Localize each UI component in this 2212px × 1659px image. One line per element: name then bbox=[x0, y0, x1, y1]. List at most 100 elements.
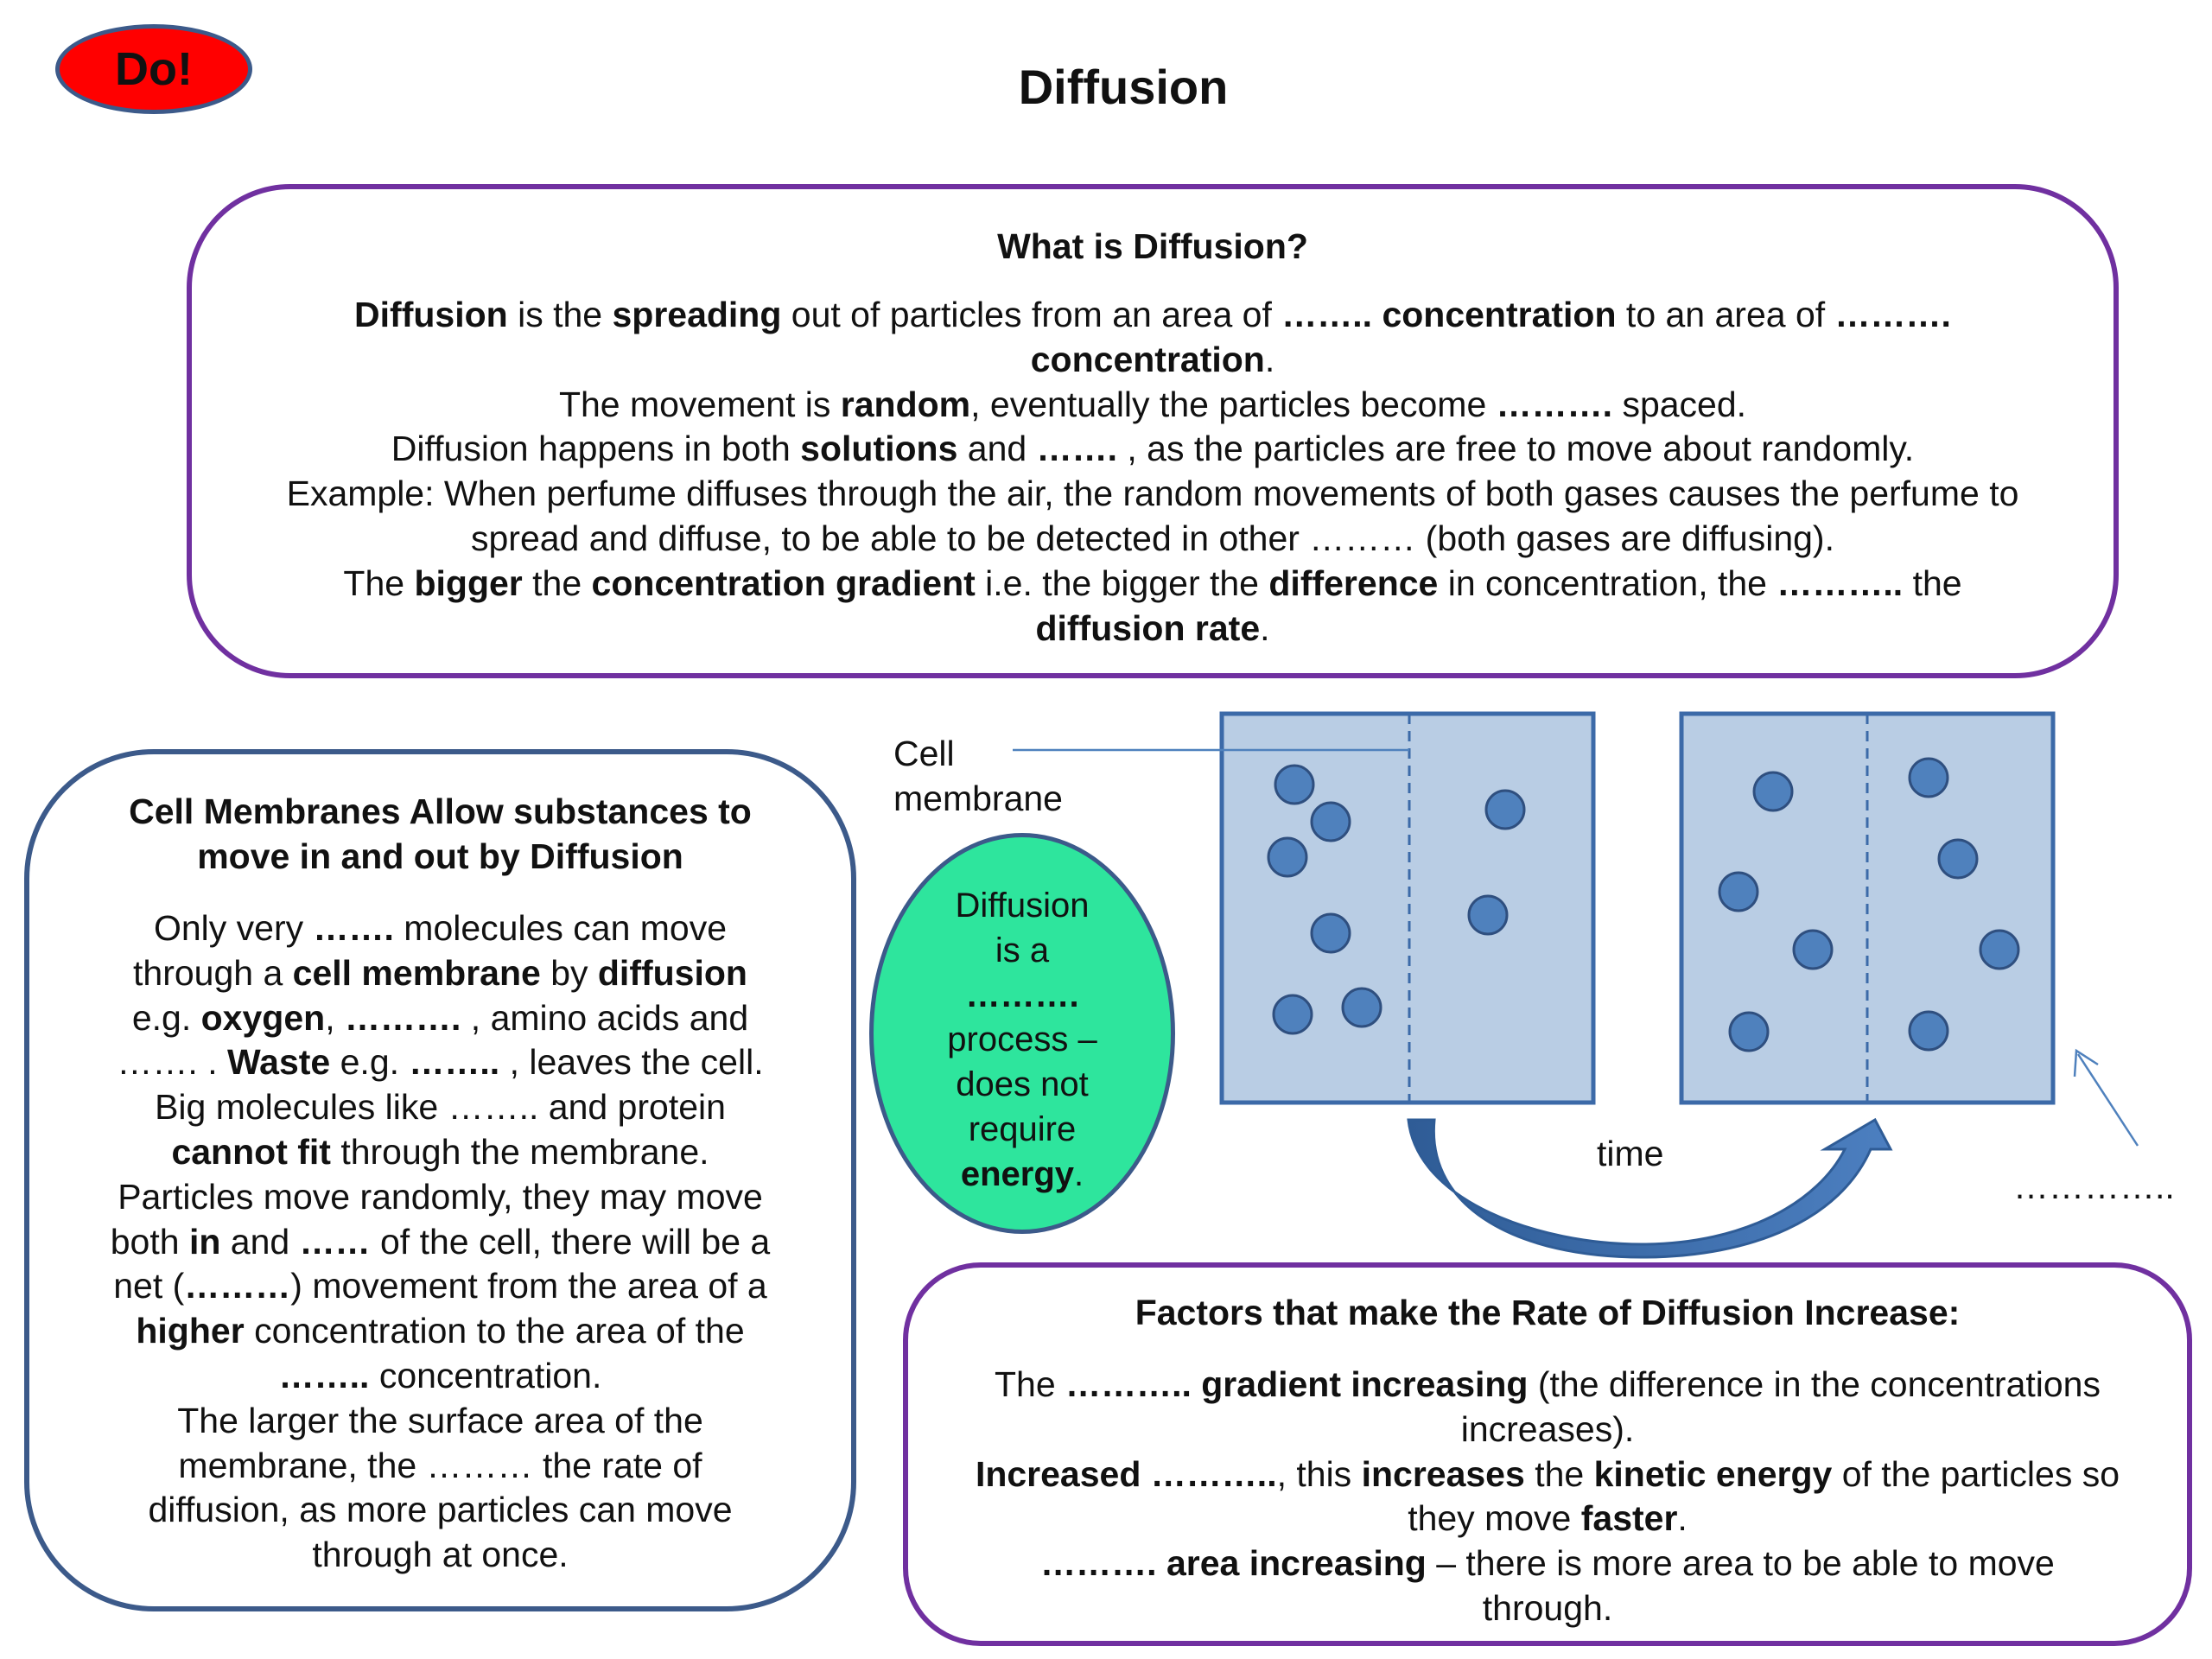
membrane-line: Big molecules like …….. and protein bbox=[29, 1085, 851, 1130]
bold-text-run: increases bbox=[1361, 1453, 1525, 1494]
membrane-line: e.g. oxygen, ………. , amino acids and bbox=[29, 996, 851, 1041]
text-run: concentration. bbox=[369, 1355, 602, 1395]
bold-text-run: solutions bbox=[800, 429, 958, 469]
membrane-line: …….. concentration. bbox=[29, 1354, 851, 1399]
particles-before bbox=[1267, 764, 1526, 1035]
particle bbox=[1274, 764, 1315, 805]
particle bbox=[1310, 912, 1351, 954]
text-run: through at once. bbox=[312, 1535, 569, 1575]
factors-line: Increased ……….., this increases the kine… bbox=[908, 1452, 2187, 1497]
text-run: diffusion, as more particles can move bbox=[148, 1490, 733, 1530]
time-label: time bbox=[1597, 1134, 1664, 1173]
ellipse-line: does not bbox=[874, 1063, 1171, 1108]
bold-text-run: ……….. bbox=[1065, 1364, 1192, 1404]
bold-text-run: energy bbox=[960, 1154, 1075, 1193]
text-run: concentration to the area of the bbox=[244, 1311, 745, 1351]
what-line: Example: When perfume diffuses through t… bbox=[209, 472, 2096, 517]
time-arrow bbox=[1407, 1117, 1893, 1259]
what-line: The movement is random, eventually the p… bbox=[209, 383, 2096, 428]
membrane-line: through at once. bbox=[29, 1533, 851, 1578]
bold-text-run: ………. bbox=[1496, 384, 1613, 424]
text-run: out of particles from an area of bbox=[781, 295, 1282, 334]
text-run: spaced. bbox=[1612, 384, 1747, 424]
text-run: , amino acids and bbox=[461, 997, 749, 1038]
bold-text-run: ……. bbox=[313, 908, 394, 948]
particle bbox=[1979, 929, 2020, 970]
bold-text-run: diffusion rate bbox=[1035, 607, 1261, 648]
particle bbox=[1484, 789, 1526, 830]
bold-text-run: bigger bbox=[414, 563, 523, 603]
bold-text-run: in bbox=[188, 1221, 221, 1262]
text-run: does not bbox=[956, 1065, 1089, 1104]
text-run: . bbox=[1260, 607, 1270, 648]
text-run: , as the particles are free to move abou… bbox=[1117, 429, 1915, 469]
particle bbox=[1267, 836, 1308, 878]
ellipse-text: Diffusion is a ………. process – does not r… bbox=[874, 884, 1171, 1198]
text-run: ) movement from the area of a bbox=[290, 1266, 767, 1306]
text-run: , this bbox=[1276, 1453, 1362, 1494]
text-run: they move bbox=[1408, 1498, 1581, 1539]
bold-text-run: ………. bbox=[344, 997, 461, 1038]
bold-text-run: area increasing bbox=[1166, 1543, 1427, 1584]
text-run: Diffusion happens in both bbox=[391, 429, 801, 469]
text-run: i.e. the bigger the bbox=[975, 563, 1269, 603]
bold-text-run: Increased bbox=[975, 1453, 1141, 1494]
blank-label: ………….. bbox=[2013, 1166, 2175, 1206]
cell-membranes-heading-line: move in and out by Diffusion bbox=[197, 836, 683, 876]
do-badge: Do! bbox=[55, 24, 252, 114]
bold-text-run: kinetic energy bbox=[1593, 1453, 1833, 1494]
text-run: through the membrane. bbox=[330, 1131, 709, 1172]
membrane-line: membrane, the ……… the rate of bbox=[29, 1444, 851, 1489]
what-line: diffusion rate. bbox=[209, 607, 2096, 652]
text-run: Particles move randomly, they may move bbox=[118, 1176, 763, 1217]
bold-text-run: ………. bbox=[1040, 1543, 1157, 1584]
text-run: of the cell, there will be a bbox=[370, 1221, 771, 1262]
particle bbox=[1728, 1011, 1770, 1052]
text-run: The bbox=[343, 563, 415, 603]
bold-text-run: higher bbox=[136, 1311, 245, 1351]
ellipse-line: require bbox=[874, 1108, 1171, 1153]
factors-heading: Factors that make the Rate of Diffusion … bbox=[1135, 1293, 1961, 1332]
text-run: . bbox=[1264, 339, 1275, 379]
text-run: net ( bbox=[113, 1266, 185, 1306]
text-run: e.g. bbox=[131, 997, 201, 1038]
text-run: . bbox=[1677, 1498, 1688, 1539]
text-run: of the particles so bbox=[1832, 1453, 2120, 1494]
particle bbox=[1341, 987, 1382, 1028]
bold-text-run: concentration bbox=[1030, 339, 1265, 379]
membrane-line: cannot fit through the membrane. bbox=[29, 1130, 851, 1175]
factors-line: ………. area increasing – there is more are… bbox=[908, 1541, 2187, 1586]
factors-box: Factors that make the Rate of Diffusion … bbox=[903, 1262, 2192, 1646]
bold-text-run: …… bbox=[299, 1221, 371, 1262]
text-run: spread and diffuse, to be able to be det… bbox=[471, 518, 1834, 558]
what-line: spread and diffuse, to be able to be det… bbox=[209, 517, 2096, 562]
particle bbox=[1937, 838, 1979, 880]
text-run: both bbox=[110, 1221, 189, 1262]
ellipse-line: Diffusion bbox=[874, 884, 1171, 929]
page-title: Diffusion bbox=[1018, 60, 1229, 114]
text-run: ……. . bbox=[117, 1042, 227, 1083]
text-run: The bbox=[995, 1364, 1066, 1404]
text-run: in concentration, the bbox=[1438, 563, 1777, 603]
text-run: The larger the surface area of the bbox=[177, 1400, 703, 1440]
bold-text-run: Waste bbox=[226, 1042, 331, 1083]
ellipse-line: energy. bbox=[874, 1153, 1171, 1198]
bold-text-run: ……… bbox=[184, 1266, 291, 1306]
bold-text-run: random bbox=[840, 384, 971, 424]
factors-text: The ……….. gradient increasing (the diffe… bbox=[908, 1363, 2187, 1631]
particle bbox=[1908, 1010, 1949, 1052]
membrane-line: The larger the surface area of the bbox=[29, 1399, 851, 1444]
bold-text-run: …….. concentration bbox=[1281, 295, 1617, 334]
particles-after bbox=[1718, 757, 2020, 1052]
cell-membranes-heading-line: Cell Membranes Allow substances to bbox=[129, 791, 752, 831]
cell-membrane-label-line: membrane bbox=[893, 779, 1063, 818]
membrane-line: net (………) movement from the area of a bbox=[29, 1264, 851, 1309]
membrane-line: both in and …… of the cell, there will b… bbox=[29, 1220, 851, 1265]
ellipse-line: ………. bbox=[874, 974, 1171, 1019]
ellipse-line: process – bbox=[874, 1018, 1171, 1063]
particle bbox=[1718, 871, 1759, 912]
blank-pointer-arrow bbox=[2076, 1053, 2139, 1147]
membrane-line: Particles move randomly, they may move bbox=[29, 1175, 851, 1220]
what-line: Diffusion is the spreading out of partic… bbox=[209, 293, 2096, 338]
